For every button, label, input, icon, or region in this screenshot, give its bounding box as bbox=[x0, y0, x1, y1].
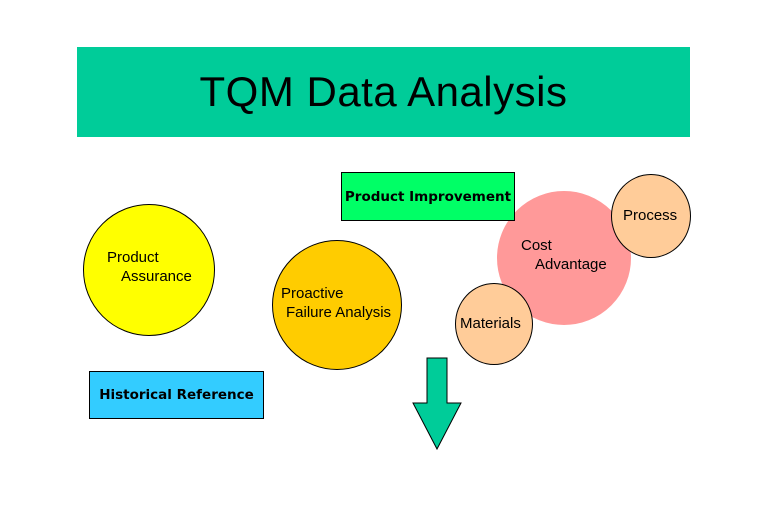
product-assurance-label-line2: Assurance bbox=[121, 268, 192, 285]
proactive-failure-label-line1: Proactive bbox=[281, 285, 344, 302]
cost-advantage-label-line2: Advantage bbox=[535, 256, 607, 273]
proactive-failure-label-line2: Failure Analysis bbox=[286, 304, 392, 321]
materials-circle bbox=[455, 283, 533, 365]
process-circle bbox=[611, 174, 691, 258]
materials-label: Materials bbox=[460, 315, 521, 332]
proactive-failure-circle bbox=[272, 240, 402, 370]
product-assurance-circle bbox=[83, 204, 215, 336]
product-assurance-label-line1: Product bbox=[107, 249, 159, 266]
product-improvement-box: Product Improvement bbox=[341, 172, 515, 221]
historical-reference-box: Historical Reference bbox=[89, 371, 264, 419]
title-banner: TQM Data Analysis bbox=[77, 47, 690, 137]
slide-title: TQM Data Analysis bbox=[199, 68, 568, 115]
cost-advantage-label-line1: Cost bbox=[521, 237, 552, 254]
down-arrow-icon bbox=[412, 357, 462, 451]
process-label: Process bbox=[623, 207, 678, 224]
